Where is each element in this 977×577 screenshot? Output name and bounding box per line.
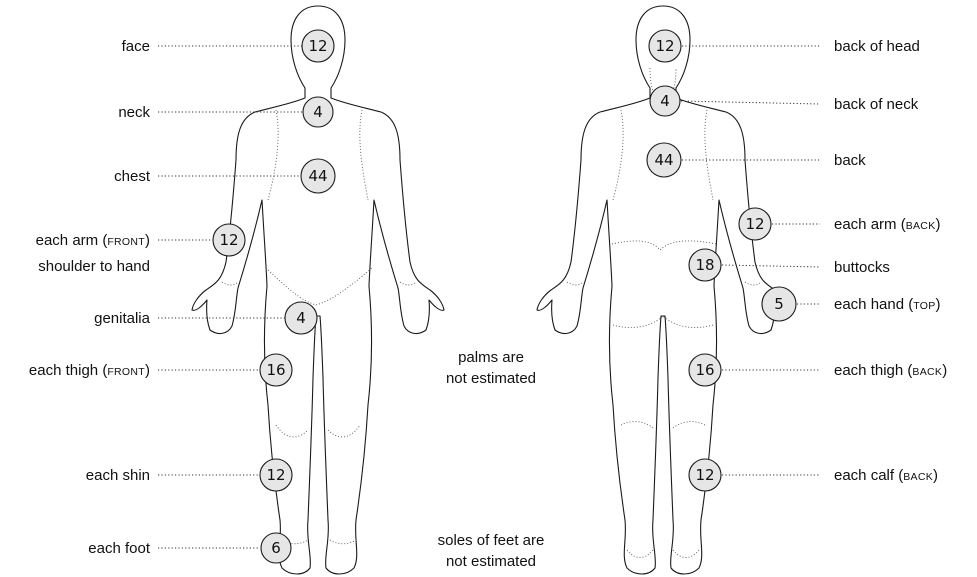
label-back-arm: each arm (BACK) bbox=[834, 216, 941, 233]
badge-back-buttocks: 18 bbox=[689, 249, 721, 281]
badge-front-genitalia: 4 bbox=[285, 302, 317, 334]
label-front-chest: chest bbox=[114, 168, 151, 185]
svg-text:12: 12 bbox=[308, 37, 327, 55]
note-soles-line2: not estimated bbox=[446, 553, 536, 570]
label-back-calf: each calf (BACK) bbox=[834, 467, 938, 484]
label-back-thigh: each thigh (BACK) bbox=[834, 362, 947, 379]
label-back-head: back of head bbox=[834, 38, 920, 55]
label-back-back: back bbox=[834, 152, 866, 169]
badge-front-neck: 4 bbox=[303, 97, 333, 127]
badge-back-head: 12 bbox=[649, 30, 681, 62]
svg-text:16: 16 bbox=[695, 361, 714, 379]
label-front-shin: each shin bbox=[86, 467, 150, 484]
badge-back-thigh: 16 bbox=[689, 354, 721, 386]
svg-text:12: 12 bbox=[219, 231, 238, 249]
label-front-thigh: each thigh (FRONT) bbox=[29, 362, 150, 379]
badge-front-chest: 44 bbox=[301, 159, 335, 193]
label-back-buttocks: buttocks bbox=[834, 259, 890, 276]
front-body-figure bbox=[192, 6, 444, 574]
svg-text:6: 6 bbox=[271, 539, 281, 557]
badge-back-back: 44 bbox=[647, 143, 681, 177]
label-back-hand: each hand (TOP) bbox=[834, 296, 941, 313]
svg-text:5: 5 bbox=[774, 295, 784, 313]
badge-front-face: 12 bbox=[302, 30, 334, 62]
label-front-foot: each foot bbox=[88, 540, 151, 557]
svg-text:12: 12 bbox=[695, 466, 714, 484]
note-palms-line1: palms are bbox=[458, 349, 524, 366]
label-back-neck: back of neck bbox=[834, 96, 919, 113]
label-front-neck: neck bbox=[118, 104, 150, 121]
svg-text:4: 4 bbox=[660, 92, 670, 110]
badge-front-foot: 6 bbox=[261, 533, 291, 563]
badge-front-thigh: 16 bbox=[260, 354, 292, 386]
svg-text:4: 4 bbox=[296, 309, 306, 327]
svg-text:4: 4 bbox=[313, 103, 323, 121]
svg-text:44: 44 bbox=[654, 151, 673, 169]
badge-front-arm: 12 bbox=[213, 224, 245, 256]
svg-text:12: 12 bbox=[266, 466, 285, 484]
svg-text:12: 12 bbox=[655, 37, 674, 55]
label-front-face: face bbox=[122, 38, 150, 55]
front-body-outline bbox=[192, 6, 444, 574]
badge-back-calf: 12 bbox=[689, 459, 721, 491]
label-front-genitalia: genitalia bbox=[94, 310, 151, 327]
svg-text:12: 12 bbox=[745, 215, 764, 233]
svg-text:44: 44 bbox=[308, 167, 327, 185]
svg-text:16: 16 bbox=[266, 361, 285, 379]
label-front-arm: each arm (FRONT) bbox=[36, 232, 150, 249]
label-front-arm-line2: shoulder to hand bbox=[38, 258, 150, 275]
note-soles-line1: soles of feet are bbox=[438, 532, 545, 549]
badge-back-neck: 4 bbox=[650, 86, 680, 116]
badge-front-shin: 12 bbox=[260, 459, 292, 491]
badge-back-hand: 5 bbox=[762, 287, 796, 321]
note-palms-line2: not estimated bbox=[446, 370, 536, 387]
svg-text:18: 18 bbox=[695, 256, 714, 274]
badge-back-arm: 12 bbox=[739, 208, 771, 240]
